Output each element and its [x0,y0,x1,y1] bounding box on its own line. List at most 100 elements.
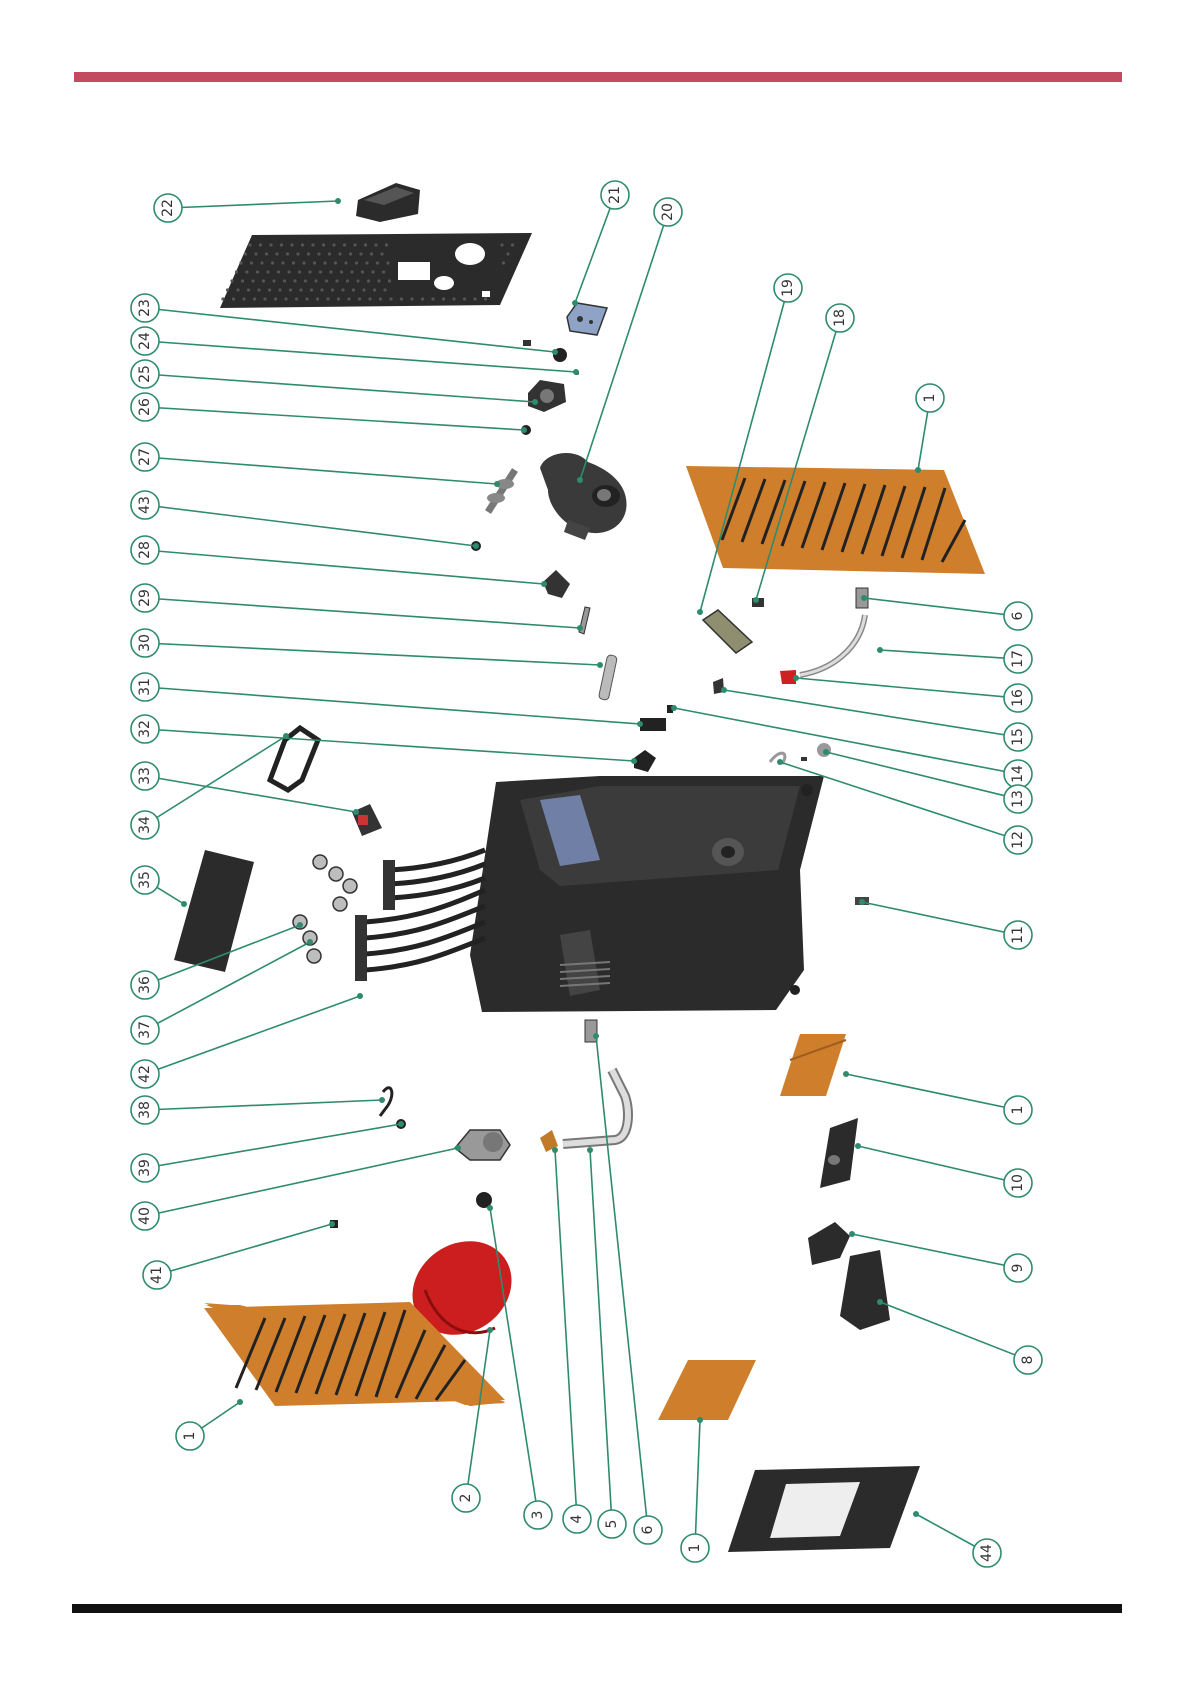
callout-label-c32: 32 [137,720,153,738]
callout-label-c17: 17 [1010,650,1026,668]
callout-c26: 26 [131,393,159,421]
leader-tip-c19 [697,609,703,615]
callout-c15: 15 [1004,723,1032,751]
callout-label-c1a: 1 [922,394,938,403]
callout-label-c4: 4 [569,1514,585,1523]
leader-tip-c43 [473,543,479,549]
leader-tip-c26 [521,427,527,433]
leader-tip-c4 [552,1147,558,1153]
leader-tip-c20 [577,477,583,483]
leader-tip-c44 [913,1511,919,1517]
leader-tip-c8 [877,1299,883,1305]
leader-c22 [168,201,338,208]
leader-tip-c42 [357,993,363,999]
leader-c24 [145,341,576,372]
callout-c5: 5 [598,1510,626,1538]
leader-tip-c27 [494,481,500,487]
leader-tip-c39 [398,1121,404,1127]
leader-tip-c1d [697,1417,703,1423]
leader-c39 [145,1124,401,1168]
callout-label-c1d: 1 [687,1544,703,1553]
callout-label-c33: 33 [137,767,153,785]
callout-label-c26: 26 [137,398,153,416]
callout-c11: 11 [1004,921,1032,949]
leader-tip-c29 [577,625,583,631]
callout-c34: 34 [131,811,159,839]
leader-c30 [145,643,600,665]
leader-tip-c34 [283,733,289,739]
callout-label-c31: 31 [137,678,153,696]
leader-c1d [695,1420,700,1548]
part-21-bracket [567,303,607,335]
callout-label-c42: 42 [137,1065,153,1083]
leader-c31 [145,687,640,724]
part-33-37-components [174,728,382,972]
leader-tip-c9 [849,1231,855,1237]
callout-c3: 3 [524,1501,552,1529]
leader-c11 [862,902,1018,935]
leader-c25 [145,374,535,402]
callout-c10: 10 [1004,1169,1032,1197]
callout-label-c1c: 1 [182,1432,198,1441]
callout-label-c16: 16 [1010,689,1026,707]
leader-tip-c12 [777,759,783,765]
leader-tip-c5 [587,1147,593,1153]
leader-c26 [145,407,524,430]
leader-tip-c41 [329,1221,335,1227]
leader-c10 [858,1146,1018,1183]
callout-label-c1b: 1 [1010,1106,1026,1115]
leader-c28 [145,550,544,584]
callout-c27: 27 [131,443,159,471]
leader-c38 [145,1100,382,1110]
part-3-6-fittings [476,1020,628,1208]
callout-label-c30: 30 [137,634,153,652]
callout-c36: 36 [131,971,159,999]
leader-tip-c21 [572,300,578,306]
callout-c12: 12 [1004,826,1032,854]
callout-label-c39: 39 [137,1159,153,1177]
leader-c5 [590,1150,612,1524]
callout-label-c34: 34 [137,816,153,834]
leader-c6b [596,1036,648,1530]
part-28-32-components [543,570,673,772]
callout-label-c15: 15 [1010,728,1026,746]
leader-tip-c15 [721,687,727,693]
callout-label-c22: 22 [160,199,176,217]
leader-c3 [490,1208,538,1515]
leader-tip-c10 [855,1143,861,1149]
leader-tip-c38 [379,1097,385,1103]
leader-c29 [145,598,580,628]
callout-label-c41: 41 [149,1266,165,1284]
leader-tip-c16 [793,675,799,681]
callout-label-c29: 29 [137,589,153,607]
callout-label-c37: 37 [137,1021,153,1039]
leader-tip-c17 [877,647,883,653]
leader-c41 [157,1224,332,1275]
callout-c24: 24 [131,327,159,355]
leader-tip-c3 [487,1205,493,1211]
leader-c8 [880,1302,1028,1360]
callout-c28: 28 [131,536,159,564]
callout-label-c3: 3 [530,1511,546,1520]
callout-c13: 13 [1004,785,1032,813]
leader-c27 [145,457,497,484]
part-23-26-fittings [521,340,579,435]
callout-label-c23: 23 [137,299,153,317]
leader-tip-c40 [455,1145,461,1151]
callout-label-c9: 9 [1010,1264,1026,1273]
callout-label-c2: 2 [458,1494,474,1503]
callout-label-c43: 43 [137,496,153,514]
callout-label-c20: 20 [660,203,676,221]
leader-tip-c6a [861,595,867,601]
callout-c40: 40 [131,1202,159,1230]
callout-label-c5: 5 [604,1520,620,1529]
callout-c9: 9 [1004,1254,1032,1282]
callout-c39: 39 [131,1154,159,1182]
leader-tip-c25 [532,399,538,405]
part-18-19-board [703,598,764,653]
callout-c35: 35 [131,866,159,894]
leader-tip-c30 [597,662,603,668]
leader-tip-c23 [552,349,558,355]
leader-c42 [145,996,360,1074]
callout-label-c36: 36 [137,976,153,994]
